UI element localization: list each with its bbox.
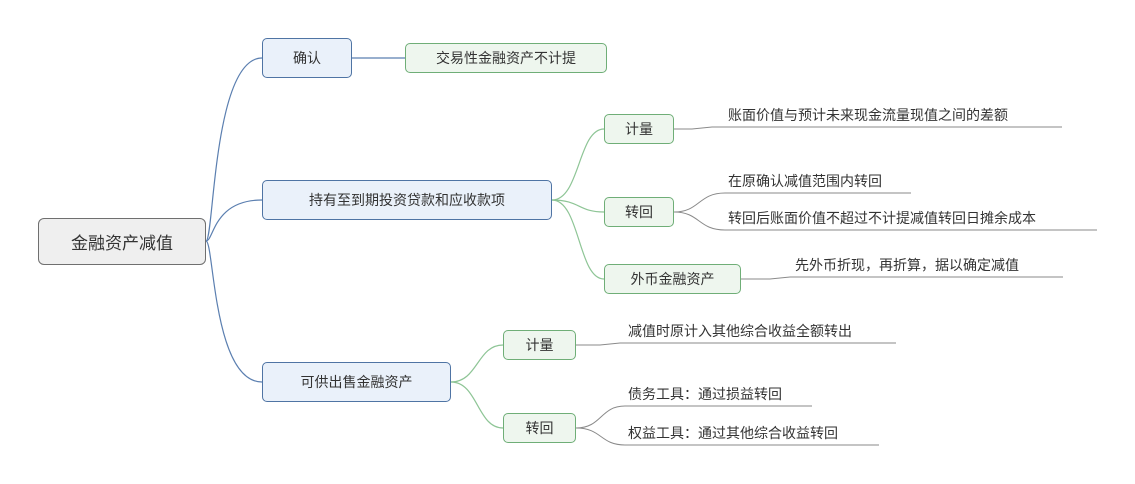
connector-root-afs — [205, 240, 263, 383]
subnode-trading-assets[interactable]: 交易性金融资产不计提 — [405, 43, 607, 73]
subnode-htm-foreign-currency[interactable]: 外币金融资产 — [604, 264, 741, 294]
connector-afs-reversal-leaf-2 — [575, 427, 879, 446]
connector-htm-reversal-leaf-2 — [673, 211, 1097, 231]
leaf-afs-measurement-oci: 减值时原计入其他综合收益全额转出 — [628, 324, 852, 340]
connector-afs-measure-leaf — [576, 342, 896, 346]
connector-root-confirm — [205, 57, 263, 242]
subnode-afs-reversal[interactable]: 转回 — [503, 413, 576, 443]
connector-afs-reversal — [450, 381, 504, 429]
branch-node-confirm[interactable]: 确认 — [262, 38, 352, 78]
connector-htm-measure-leaf — [674, 126, 1062, 130]
connector-htm-foreign — [551, 199, 605, 280]
connector-root-htm — [205, 199, 263, 242]
connector-htm-measure — [551, 128, 605, 201]
leaf-afs-equity-instruments: 权益工具：通过其他综合收益转回 — [628, 426, 838, 442]
leaf-htm-foreign-translate: 先外币折现，再折算，据以确定减值 — [795, 258, 1019, 274]
connector-afs-reversal-leaf-1 — [575, 405, 812, 429]
leaf-htm-measurement-difference: 账面价值与预计未来现金流量现值之间的差额 — [728, 108, 1008, 124]
connector-htm-reversal-leaf-1 — [673, 192, 911, 213]
subnode-afs-measurement[interactable]: 计量 — [503, 330, 576, 360]
branch-node-available-for-sale[interactable]: 可供出售金融资产 — [262, 362, 451, 402]
connector-htm-foreign-leaf — [741, 276, 1063, 280]
leaf-afs-debt-instruments: 债务工具：通过损益转回 — [628, 387, 782, 403]
leaf-htm-reversal-within-range: 在原确认减值范围内转回 — [728, 174, 882, 190]
subnode-htm-measurement[interactable]: 计量 — [604, 114, 674, 144]
connector-afs-measure — [450, 344, 504, 383]
connector-htm-reversal — [551, 199, 605, 213]
branch-node-held-to-maturity[interactable]: 持有至到期投资贷款和应收款项 — [262, 180, 552, 220]
root-node[interactable]: 金融资产减值 — [38, 218, 206, 265]
subnode-htm-reversal[interactable]: 转回 — [604, 197, 674, 227]
leaf-htm-reversal-cap: 转回后账面价值不超过不计提减值转回日摊余成本 — [728, 211, 1036, 227]
